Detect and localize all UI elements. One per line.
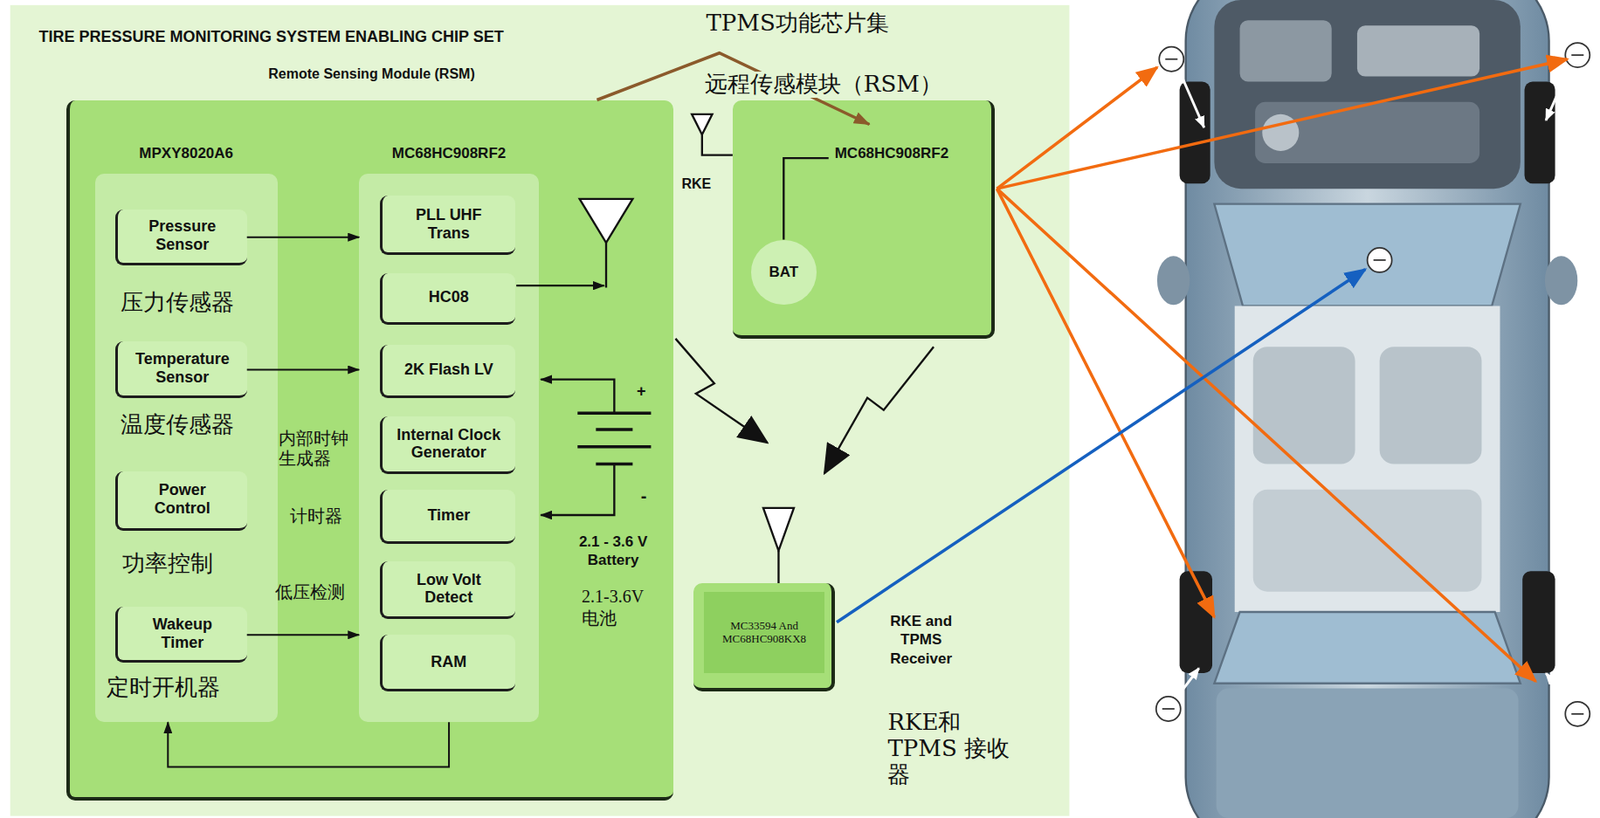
function-box: Wakeup Timer bbox=[115, 606, 248, 663]
chinese-note: 压力传感器 bbox=[120, 289, 235, 317]
mcu-chip-box: MC68HC908RF2PLL UHF TransHC082K Flash LV… bbox=[358, 173, 539, 724]
chip-name: MC68HC908RF2 bbox=[358, 144, 539, 163]
chip-name: MC68HC908RF2 bbox=[834, 144, 949, 163]
function-label: Wakeup Timer bbox=[129, 615, 236, 652]
signal-arrow bbox=[247, 369, 360, 372]
callout-pointers bbox=[1177, 67, 1570, 703]
function-box: Pressure Sensor bbox=[115, 209, 248, 266]
chinese-note: 低压检测 bbox=[275, 582, 345, 603]
function-box: PLL UHF Trans bbox=[379, 195, 516, 256]
signal-arrow bbox=[247, 634, 360, 636]
function-box: Low Volt Detect bbox=[379, 561, 516, 621]
function-label: Low Volt Detect bbox=[395, 571, 503, 607]
function-label: Temperature Sensor bbox=[129, 350, 236, 387]
chinese-note: RKE和TPMS 接收器 bbox=[887, 710, 1023, 789]
function-label: Timer bbox=[427, 506, 470, 525]
battery-label: BAT bbox=[768, 263, 799, 282]
chip-name: MC33594 And MC68HC908KX8 bbox=[703, 592, 825, 674]
car-illustration bbox=[1157, 0, 1578, 818]
diagram-title: TIRE PRESSURE MONITORING SYSTEM ENABLING… bbox=[38, 27, 504, 48]
tire-callouts bbox=[1156, 42, 1591, 727]
function-box: RAM bbox=[379, 634, 516, 692]
chinese-note: 内部时钟生成器 bbox=[278, 428, 351, 469]
chinese-note: 定时开机器 bbox=[106, 675, 221, 702]
chip-name: MPXY8020A6 bbox=[95, 144, 278, 163]
function-label: PLL UHF Trans bbox=[395, 206, 503, 242]
function-box: 2K Flash LV bbox=[379, 344, 516, 399]
antenna-label: RKE bbox=[681, 175, 711, 193]
function-box: Temperature Sensor bbox=[115, 341, 248, 398]
polarity-mark: - bbox=[641, 487, 648, 505]
function-box: HC08 bbox=[379, 273, 516, 325]
module-antenna bbox=[516, 199, 633, 289]
signal-arrow bbox=[247, 236, 360, 239]
function-label: Power Control bbox=[129, 481, 236, 518]
battery-symbol bbox=[540, 379, 651, 516]
chinese-title: TPMS功能芯片集 bbox=[706, 10, 890, 37]
chip-name-outer: RKE and TPMS Receiver bbox=[879, 612, 963, 669]
polarity-mark: + bbox=[636, 383, 647, 400]
function-box: Internal Clock Generator bbox=[379, 416, 516, 476]
chinese-note: 计时器 bbox=[289, 506, 343, 527]
module-heading: Remote Sensing Module (RSM) bbox=[69, 65, 674, 83]
battery-spec: 2.1-3.6V 电池 bbox=[581, 586, 663, 630]
key-fob-box: MC68HC908RF2BAT bbox=[732, 100, 995, 339]
rke-antenna bbox=[691, 114, 829, 241]
battery-spec: 2.1 - 3.6 V Battery bbox=[564, 532, 663, 571]
panel-ground bbox=[10, 5, 1070, 817]
receiver-box: MC33594 And MC68HC908KX8RKE and TPMS Rec… bbox=[693, 583, 835, 692]
wireless-zigzag bbox=[675, 338, 934, 474]
function-box: Timer bbox=[379, 489, 516, 545]
receiver-antenna bbox=[763, 508, 794, 584]
chinese-heading: 远程传感模块（RSM） bbox=[702, 71, 945, 98]
function-label: Pressure Sensor bbox=[129, 217, 236, 254]
function-label: 2K Flash LV bbox=[404, 360, 494, 380]
function-label: HC08 bbox=[428, 288, 469, 307]
function-label: RAM bbox=[430, 653, 467, 672]
chinese-note: 功率控制 bbox=[122, 551, 214, 578]
battery-circle: BAT bbox=[751, 240, 817, 306]
function-label: Internal Clock Generator bbox=[395, 426, 503, 463]
sensor-links bbox=[996, 59, 1567, 683]
signal-arrow bbox=[167, 722, 449, 767]
sensor-chip-box: MPXY8020A6Pressure SensorTemperature Sen… bbox=[95, 173, 278, 724]
chinese-note: 温度传感器 bbox=[120, 412, 235, 439]
function-box: Power Control bbox=[115, 471, 248, 532]
